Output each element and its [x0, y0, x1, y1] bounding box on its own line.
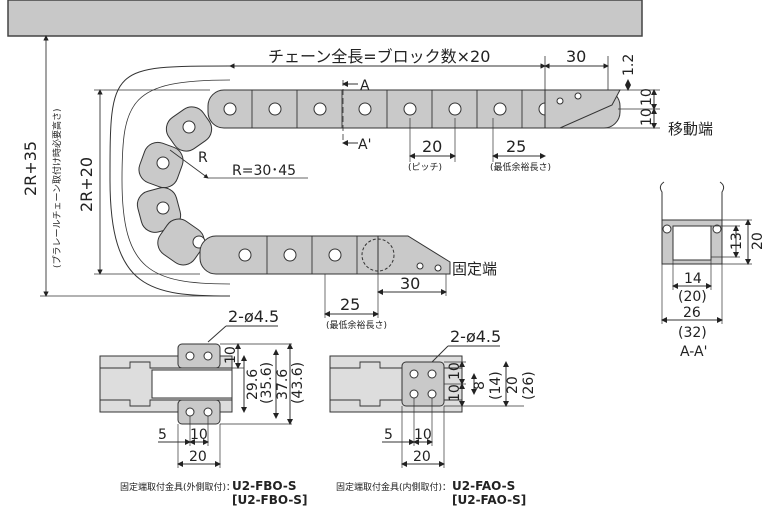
pitch-caption: (ピッチ)	[408, 162, 442, 173]
outer-dim-20: 20	[189, 449, 207, 465]
sec-dim-13: 13	[729, 232, 745, 250]
outer-part-no-alt: [U2-FBO-S]	[232, 493, 307, 507]
section-view: 13 20 14 (20) 26 (32) A-A'	[659, 181, 766, 360]
pitch-dimension: 20 (ピッチ) 25 (最低余裕長さ)	[408, 118, 551, 173]
chain-length-dimension: チェーン全長=ブロック数×20 30 1.2 10 10 移動端	[229, 47, 713, 138]
outer-dim-5: 5	[158, 427, 167, 443]
inner-hole-label: 2-ø4.5	[450, 327, 501, 346]
dim-30-top: 30	[566, 47, 586, 66]
inner-dim-5: 5	[384, 427, 393, 443]
outer-dim-37-6: 37.6	[275, 369, 291, 400]
inner-caption: 固定端取付金具(内側取付)：	[336, 481, 451, 493]
dim-10-a: 10	[639, 88, 655, 106]
outer-dim-43-6: (43.6)	[290, 362, 306, 404]
inner-dim-10b: 10	[447, 384, 463, 402]
outer-dim-29-6: 29.6	[245, 369, 261, 400]
bracket-inner-view: 2-ø4.5 10 10 8 (14) 20 (26) 5 10 20 固定端取…	[329, 327, 537, 507]
dim-10-b: 10	[639, 108, 655, 126]
chain-side-view: R R=30･45 A A'	[109, 65, 621, 297]
inner-part-no-alt: [U2-FAO-S]	[452, 493, 526, 507]
outer-dim-10b: 10	[190, 427, 208, 443]
section-a-prime-label: A'	[358, 137, 371, 153]
dim-30-bottom: 30	[400, 274, 420, 293]
inner-dim-10c: 10	[414, 427, 432, 443]
inner-dim-8: 8	[472, 381, 488, 390]
radius-label: R	[198, 150, 208, 166]
outer-caption: 固定端取付金具(外側取付)：	[120, 481, 235, 493]
slack-caption-bottom: (最低余裕長さ)	[326, 319, 387, 331]
header-bar	[7, 0, 643, 37]
inner-dim-10: 10	[447, 362, 463, 380]
slack-value-top: 25	[506, 137, 526, 156]
inner-part-no: U2-FAO-S	[452, 479, 515, 493]
inner-dim-26p: (26)	[521, 371, 537, 400]
slack-caption-top: (最低余裕長さ)	[490, 161, 551, 173]
fixed-end-dimensions: 30 25 (最低余裕長さ) 固定端	[324, 260, 497, 331]
sec-dim-26: 26	[683, 305, 701, 321]
outer-dim-35-6: (35.6)	[259, 362, 275, 404]
sec-dim-20p: (20)	[678, 289, 707, 305]
bracket-outer-view: 2-ø4.5 10 29.6 (35.6) 37.6 (43.6) 5 10 2…	[99, 307, 307, 507]
radius-values: R=30･45	[232, 163, 296, 179]
pitch-value: 20	[422, 137, 442, 156]
dim-2r20: 2R+20	[77, 157, 96, 212]
moving-end-label: 移動端	[668, 120, 713, 138]
height-dimensions: 2R+35 (プラレールチェーン取付け時必要高さ) 2R+20	[21, 35, 230, 297]
section-title: A-A'	[680, 344, 707, 360]
sec-dim-32p: (32)	[678, 325, 707, 341]
fixed-end-label: 固定端	[452, 260, 497, 278]
sec-dim-14: 14	[684, 271, 702, 287]
chain-bottom-run	[199, 235, 401, 275]
outer-dim-10: 10	[223, 346, 239, 364]
inner-dim-20v: 20	[505, 376, 521, 394]
outer-part-no: U2-FBO-S	[232, 479, 296, 493]
dim-2r35-caption: (プラレールチェーン取付け時必要高さ)	[51, 108, 63, 268]
slack-value-bottom: 25	[340, 295, 360, 314]
outer-hole-label: 2-ø4.5	[228, 307, 279, 326]
chain-length-label: チェーン全長=ブロック数×20	[268, 47, 490, 66]
moving-end-bracket	[544, 89, 621, 129]
inner-dim-20: 20	[413, 449, 431, 465]
dim-2r35: 2R+35	[21, 141, 40, 196]
chain-top-run	[207, 89, 621, 129]
dim-1-2: 1.2	[621, 54, 637, 76]
sec-dim-20: 20	[750, 232, 766, 250]
chain-bend	[136, 106, 213, 266]
inner-envelope-arc	[121, 79, 231, 285]
inner-dim-14p: (14)	[488, 371, 504, 400]
section-a-label: A	[360, 78, 370, 94]
outer-envelope-arc	[109, 65, 231, 297]
